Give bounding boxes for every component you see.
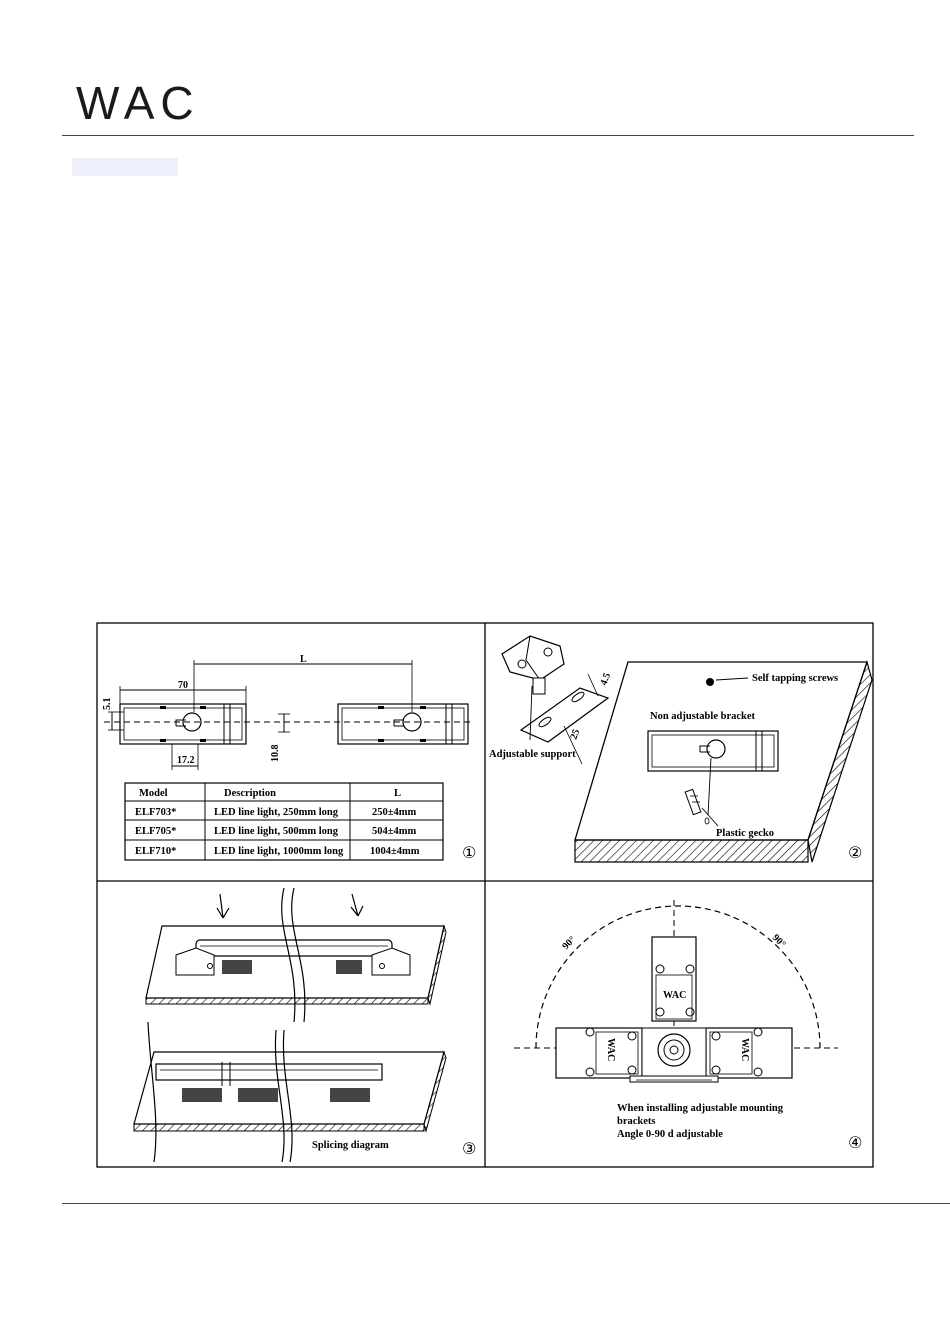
table-cell: ELF703* — [135, 807, 176, 818]
panel1-number: ① — [462, 843, 476, 862]
table-cell: 250±4mm — [372, 807, 417, 818]
table-header-l: L — [394, 788, 401, 799]
label-non-adjustable-bracket: Non adjustable bracket — [650, 711, 756, 722]
wac-mark-right: WAC — [739, 1038, 750, 1061]
table-cell: LED line light, 500mm long — [214, 826, 339, 837]
model-table: Model Description L ELF703* LED line lig… — [124, 782, 444, 861]
table-header-model: Model — [139, 788, 168, 799]
wac-mark-top: WAC — [663, 990, 686, 1001]
angle-left-label: 90° — [560, 934, 578, 952]
header-rule — [62, 135, 914, 136]
footer-rule — [62, 1203, 950, 1204]
table-cell: 1004±4mm — [370, 846, 420, 857]
label-adjustable-support: Adjustable support — [489, 749, 576, 760]
brand-logo: WAC — [76, 77, 200, 129]
panel2-drawing: 4.5 25 Self tapping screws Non adjustabl… — [489, 635, 873, 863]
wac-mark-left: WAC — [605, 1038, 616, 1061]
panel2-number: ② — [848, 843, 862, 862]
panel4-caption-line3: Angle 0-90 d adjustable — [617, 1129, 723, 1140]
panel3-number: ③ — [462, 1139, 476, 1158]
panel4-drawing: 90° 90° WAC WAC WAC When installing adj — [514, 900, 838, 1140]
table-cell: ELF710* — [135, 846, 176, 857]
panel4-number: ④ — [848, 1133, 862, 1152]
label-splicing-diagram: Splicing diagram — [312, 1140, 389, 1151]
dim-25: 25 — [568, 728, 582, 741]
panel3-drawing: Splicing diagram — [133, 887, 447, 1163]
dim-17-2: 17.2 — [177, 755, 195, 766]
dim-70: 70 — [178, 680, 188, 691]
table-cell: LED line light, 1000mm long — [214, 846, 344, 857]
dim-4-5: 4.5 — [598, 672, 613, 688]
table-cell: 504±4mm — [372, 826, 417, 837]
panel1-drawing: L 70 5.1 17.2 10.8 — [102, 654, 474, 770]
panel4-caption-line2: brackets — [617, 1116, 656, 1127]
dim-5-1: 5.1 — [102, 698, 113, 711]
panel4-caption-line1: When installing adjustable mounting — [617, 1103, 784, 1114]
table-cell: LED line light, 250mm long — [214, 807, 339, 818]
dim-10-8: 10.8 — [270, 745, 281, 763]
label-self-tapping-screws: Self tapping screws — [752, 673, 838, 684]
angle-right-label: 90° — [770, 932, 788, 950]
label-plastic-gecko: Plastic gecko — [716, 828, 774, 839]
table-cell: ELF705* — [135, 826, 176, 837]
title-highlight — [72, 158, 178, 176]
table-header-description: Description — [224, 788, 276, 799]
dim-l: L — [300, 654, 307, 665]
